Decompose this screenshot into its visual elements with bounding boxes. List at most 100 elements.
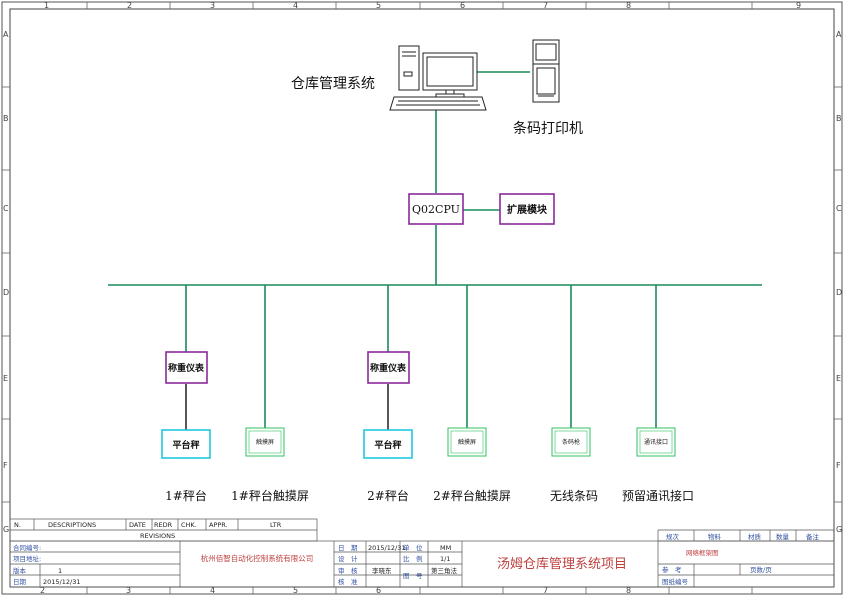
col-label: 7 (543, 586, 548, 595)
tb-date-label: 日 期 (338, 544, 358, 552)
printer-icon (532, 39, 560, 103)
weighing-meter-2-label: 称重仪表 (370, 362, 407, 374)
platform-scale-1-label: 平台秤 (172, 439, 199, 451)
row-label: B (3, 114, 9, 123)
row-label: D (3, 288, 9, 297)
rev-chk: CHK. (181, 521, 197, 529)
contract-label: 合同编号: (13, 543, 41, 552)
col-label: 4 (210, 586, 215, 595)
row-label: A (3, 30, 9, 39)
hdr-seq: 规次 (666, 532, 680, 541)
row-label: D (836, 288, 842, 297)
company-name: 杭州佰智自动化控制系统有限公司 (201, 553, 314, 563)
project-title: 汤姆仓库管理系统项目 (497, 556, 627, 572)
ext-module-box (499, 193, 555, 225)
rev-footer: REVISIONS (140, 532, 175, 540)
caption-scale-2: 2#秤台 (367, 488, 409, 503)
tb-design-label: 设 计 (338, 554, 358, 563)
tb-review-value: 李晓东 (372, 566, 392, 575)
col-label: 9 (796, 1, 801, 10)
platform-scale-2 (363, 429, 413, 459)
row-label: A (836, 30, 842, 39)
row-label: E (836, 374, 841, 383)
inner-frame (9, 8, 835, 588)
bottom-ruler (86, 587, 753, 594)
row-label: F (3, 461, 8, 470)
top-ruler (86, 2, 753, 9)
date-label: 日期 (13, 578, 27, 586)
touch-screen-2-label: 触摸屏 (458, 438, 476, 446)
rev-redr: REDR (154, 521, 173, 529)
printer-label: 条码打印机 (513, 120, 583, 137)
caption-reserved: 预留通讯接口 (622, 488, 694, 503)
hdr-remark: 备注 (806, 532, 820, 541)
cpu-label: Q02CPU (412, 203, 460, 216)
tb-review-label: 审 核 (338, 566, 358, 575)
rev-descriptions: DESCRIPTIONS (48, 521, 96, 529)
row-label: G (836, 525, 842, 534)
tb-scale-value: 1/1 (440, 555, 450, 563)
row-label: B (836, 114, 842, 123)
rev-no: N. (14, 521, 21, 529)
col-label: 8 (626, 586, 631, 595)
col-label: 6 (376, 586, 381, 595)
row-label: G (3, 525, 9, 534)
reserved-interface-label: 通讯接口 (644, 438, 668, 446)
version-label: 版本 (13, 566, 27, 575)
cpu-box (408, 193, 464, 225)
row-label: F (836, 461, 841, 470)
touch-screen-1-label: 触摸屏 (256, 438, 274, 446)
wireless-scanner-label: 条码枪 (562, 438, 580, 446)
col-label: 3 (126, 586, 131, 595)
reserved-interface (636, 427, 676, 457)
hdr-qty: 数量 (776, 532, 790, 541)
title-block-grid (9, 529, 835, 588)
caption-touch-2: 2#秤台触摸屏 (433, 488, 511, 503)
caption-wireless: 无线条码 (550, 489, 598, 503)
computer-icon (389, 45, 487, 111)
col-label: 5 (376, 1, 381, 10)
col-label: 3 (210, 1, 215, 10)
col-label: 7 (543, 1, 548, 10)
rev-date: DATE (129, 521, 146, 529)
connectors (108, 71, 762, 428)
rev-appr: APPR. (209, 521, 228, 529)
col-label: 2 (40, 586, 45, 595)
ext-module-label: 扩展模块 (507, 203, 548, 216)
row-label: E (3, 374, 8, 383)
meter-scale-links (185, 384, 389, 430)
caption-scale-1: 1#秤台 (165, 488, 207, 503)
date-value: 2015/12/31 (43, 578, 80, 586)
caption-touch-1: 1#秤台触摸屏 (231, 488, 309, 503)
ref-label: 参 考 (662, 565, 682, 574)
row-label: C (3, 204, 9, 213)
tb-approve-label: 核 准 (338, 577, 358, 586)
col-label: 2 (127, 1, 132, 10)
col-label: 1 (44, 1, 49, 10)
tb-unit-label: 单 位 (403, 543, 423, 552)
address-label: 项目地址: (13, 554, 41, 563)
pc-label: 仓库管理系统 (291, 76, 375, 92)
wireless-scanner (551, 427, 591, 457)
rev-ltr: LTR (270, 521, 282, 529)
drawing-no-label: 图纸编号 (662, 577, 689, 586)
platform-scale-2-label: 平台秤 (374, 439, 401, 451)
col-label: 8 (626, 1, 631, 10)
tb-sheet-label: 图 号 (403, 572, 423, 580)
side-ruler (2, 86, 842, 503)
tb-date-value: 2015/12/31 (368, 544, 405, 552)
platform-scale-1 (161, 429, 211, 459)
row-label: C (836, 204, 842, 213)
tb-unit-value: MM (440, 544, 451, 552)
col-label: 6 (460, 1, 465, 10)
drawing-name: 网络框架图 (686, 548, 719, 557)
tb-scale-label: 比 例 (403, 554, 423, 563)
weighing-meter-1-label: 称重仪表 (168, 362, 205, 374)
touch-screen-1 (245, 427, 285, 457)
version-value: 1 (58, 567, 62, 575)
col-label: 5 (293, 586, 298, 595)
hdr-material: 物料 (708, 532, 722, 541)
weighing-meter-2 (367, 351, 410, 384)
